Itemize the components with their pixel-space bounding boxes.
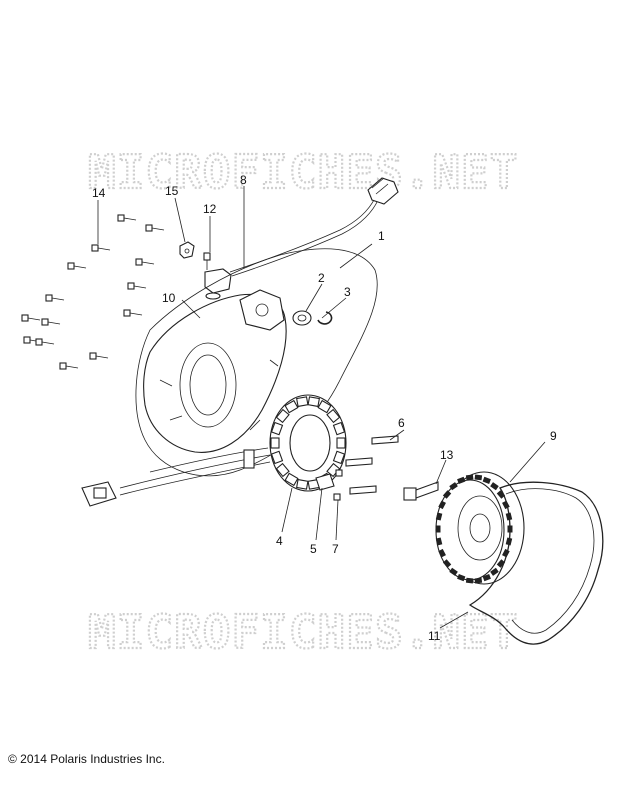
callout-9: 9 xyxy=(550,429,557,443)
copyright-text: © 2014 Polaris Industries Inc. xyxy=(8,752,165,766)
callout-8: 8 xyxy=(240,173,247,187)
leader-lines xyxy=(97,186,546,629)
stator-bolts-part xyxy=(345,435,399,495)
bearing-part xyxy=(292,310,312,326)
gasket-part xyxy=(468,481,604,645)
callout-14: 14 xyxy=(92,186,106,200)
callout-7: 7 xyxy=(332,542,339,556)
wire-clip-part xyxy=(179,241,195,259)
callout-13: 13 xyxy=(440,448,454,462)
callout-12: 12 xyxy=(203,202,217,216)
callout-15: 15 xyxy=(165,184,179,198)
callout-6: 6 xyxy=(398,416,405,430)
speed-sensor-part xyxy=(204,177,399,300)
flywheel-part xyxy=(435,471,525,585)
retainer-plate-part xyxy=(315,469,343,501)
callout-3: 3 xyxy=(344,285,351,299)
sensor-screw-part xyxy=(203,252,211,270)
flywheel-bolt-part xyxy=(403,481,439,501)
stator-harness-part xyxy=(81,447,271,507)
callout-labels: 1 2 3 4 5 6 7 8 9 10 11 12 13 14 15 xyxy=(92,173,557,643)
callout-1: 1 xyxy=(378,229,385,243)
watermark-bottom: MICROFICHES.NET xyxy=(88,605,518,659)
bolt-cluster xyxy=(21,214,165,370)
callout-4: 4 xyxy=(276,534,283,548)
callout-5: 5 xyxy=(310,542,317,556)
stator-part xyxy=(269,394,347,492)
callout-2: 2 xyxy=(318,271,325,285)
callout-11: 11 xyxy=(428,629,441,643)
watermark-top: MICROFICHES.NET xyxy=(88,145,518,199)
stator-cover-part xyxy=(135,248,378,477)
callout-10: 10 xyxy=(162,291,176,305)
snap-ring-part xyxy=(317,311,333,325)
